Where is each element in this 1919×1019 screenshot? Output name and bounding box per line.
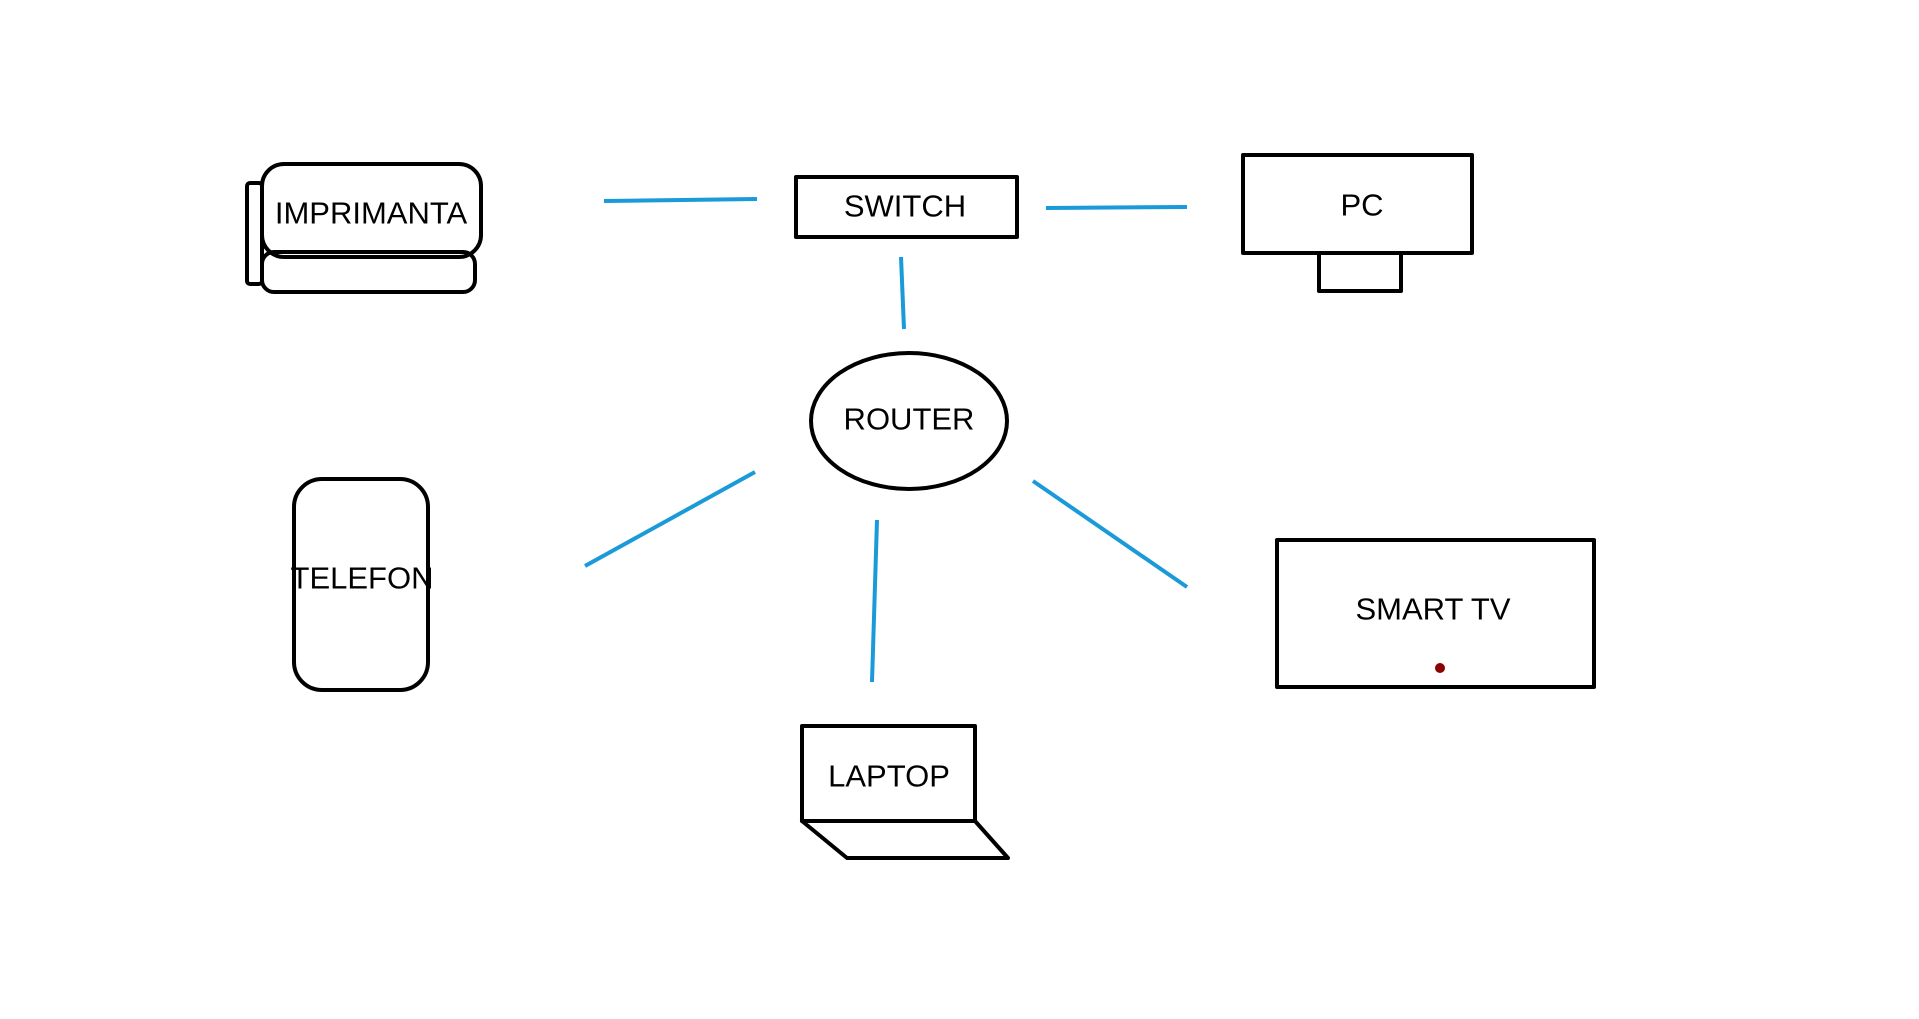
switch-icon [794,175,1019,239]
laptop-icon [800,724,1010,860]
link-router-phone [584,470,756,568]
laptop-label: LAPTOP [828,758,950,794]
router-icon [809,351,1009,491]
link-switch-router [899,256,906,330]
phone-label: TELEFON [290,560,434,596]
phone-icon [292,477,430,692]
tv-power-indicator-icon [1435,663,1445,673]
pc-label: PC [1340,187,1384,223]
link-router-laptop [870,519,879,683]
links [584,197,1189,683]
printer-label: IMPRIMANTA [274,195,468,231]
link-switch-pc [1045,205,1188,210]
link-router-smart-tv [1031,479,1189,589]
link-printer-switch [603,197,758,203]
smart-tv-label: SMART TV [1355,591,1511,627]
switch-label: SWITCH [843,188,967,224]
smart-tv-icon [1275,538,1596,689]
printer-icon [245,162,483,294]
router-label: ROUTER [843,401,975,437]
pc-icon [1241,153,1474,293]
